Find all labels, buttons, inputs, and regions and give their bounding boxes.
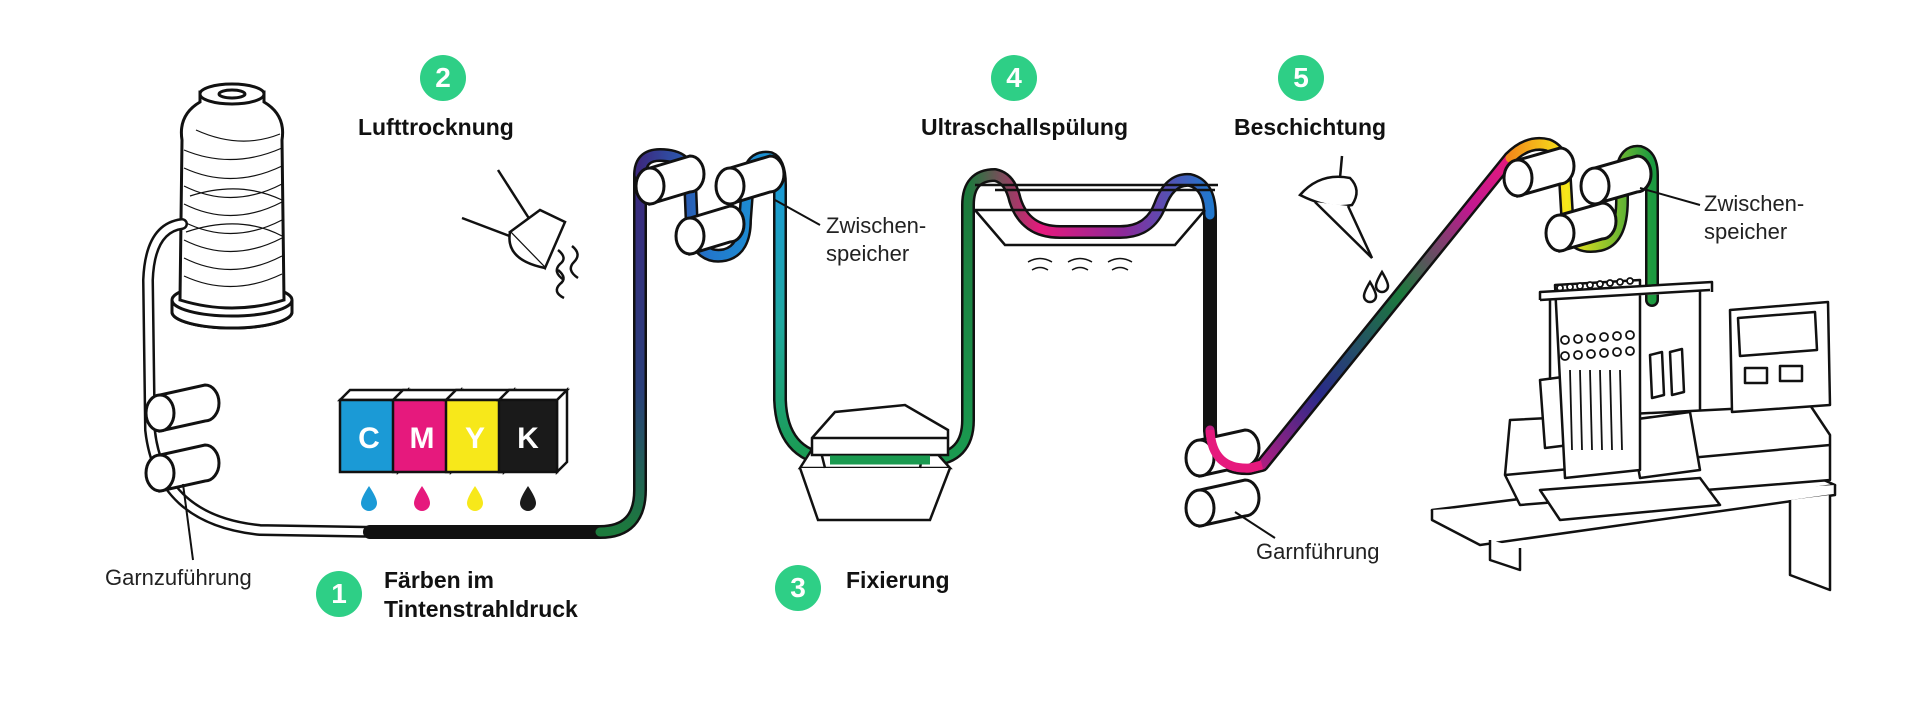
cyan-drop-icon <box>361 486 377 511</box>
step-1-title-line2: Tintenstrahldruck <box>384 596 578 622</box>
step-2-badge: 2 <box>420 55 466 101</box>
yellow-drop-icon <box>467 486 483 511</box>
cartridge-y-label: Y <box>465 422 485 455</box>
yarn-guide-label: Garnführung <box>1256 539 1380 564</box>
ink-drop-icons <box>361 486 536 511</box>
step-1-badge: 1 <box>316 571 362 617</box>
buffer1-label-line1: Zwischen- <box>826 213 927 238</box>
step-2-title: Lufttrocknung <box>358 114 514 140</box>
buffer1-pointer <box>774 199 821 226</box>
step-4-badge: 4 <box>991 55 1037 101</box>
air-dryer-icon <box>461 169 579 300</box>
thread-spool-icon <box>170 82 294 330</box>
buffer2-pointer <box>1639 187 1701 206</box>
thread-path-colored <box>363 136 1659 539</box>
step-4-title: Ultraschallspülung <box>921 114 1129 140</box>
cartridge-c-label: C <box>358 422 380 455</box>
step-5-title: Beschichtung <box>1234 114 1387 140</box>
yarn-feed-rollers <box>144 383 221 493</box>
embroidery-machine-icon <box>1430 277 1837 592</box>
yarn-guide-rollers <box>1184 428 1261 528</box>
cartridge-k-label: K <box>517 422 539 455</box>
step-3-badge: 3 <box>775 565 821 611</box>
yarn-guide-pointer <box>1234 511 1276 539</box>
thread-path-start <box>141 218 386 538</box>
cartridge-black <box>495 386 571 476</box>
step-5-badge: 5 <box>1278 55 1324 101</box>
magenta-drop-icon <box>414 486 430 511</box>
yarn-feed-label: Garnzuführung <box>105 565 252 590</box>
buffer1-label-line2: speicher <box>826 241 910 266</box>
coating-nozzle-icon <box>1297 155 1390 304</box>
ultrasonic-bath-icon <box>974 183 1218 271</box>
step-1-title-line1: Färben im <box>384 567 494 593</box>
cartridge-m-label: M <box>410 422 435 455</box>
yarn-feed-pointer <box>182 483 194 561</box>
ink-cartridges <box>336 386 571 476</box>
black-drop-icon <box>520 486 536 511</box>
buffer2-label-line1: Zwischen- <box>1704 191 1805 216</box>
step-3-title: Fixierung <box>846 567 950 593</box>
buffer2-label-line2: speicher <box>1704 219 1788 244</box>
buffer-rollers-1 <box>634 154 786 257</box>
buffer-rollers-2 <box>1502 146 1653 253</box>
